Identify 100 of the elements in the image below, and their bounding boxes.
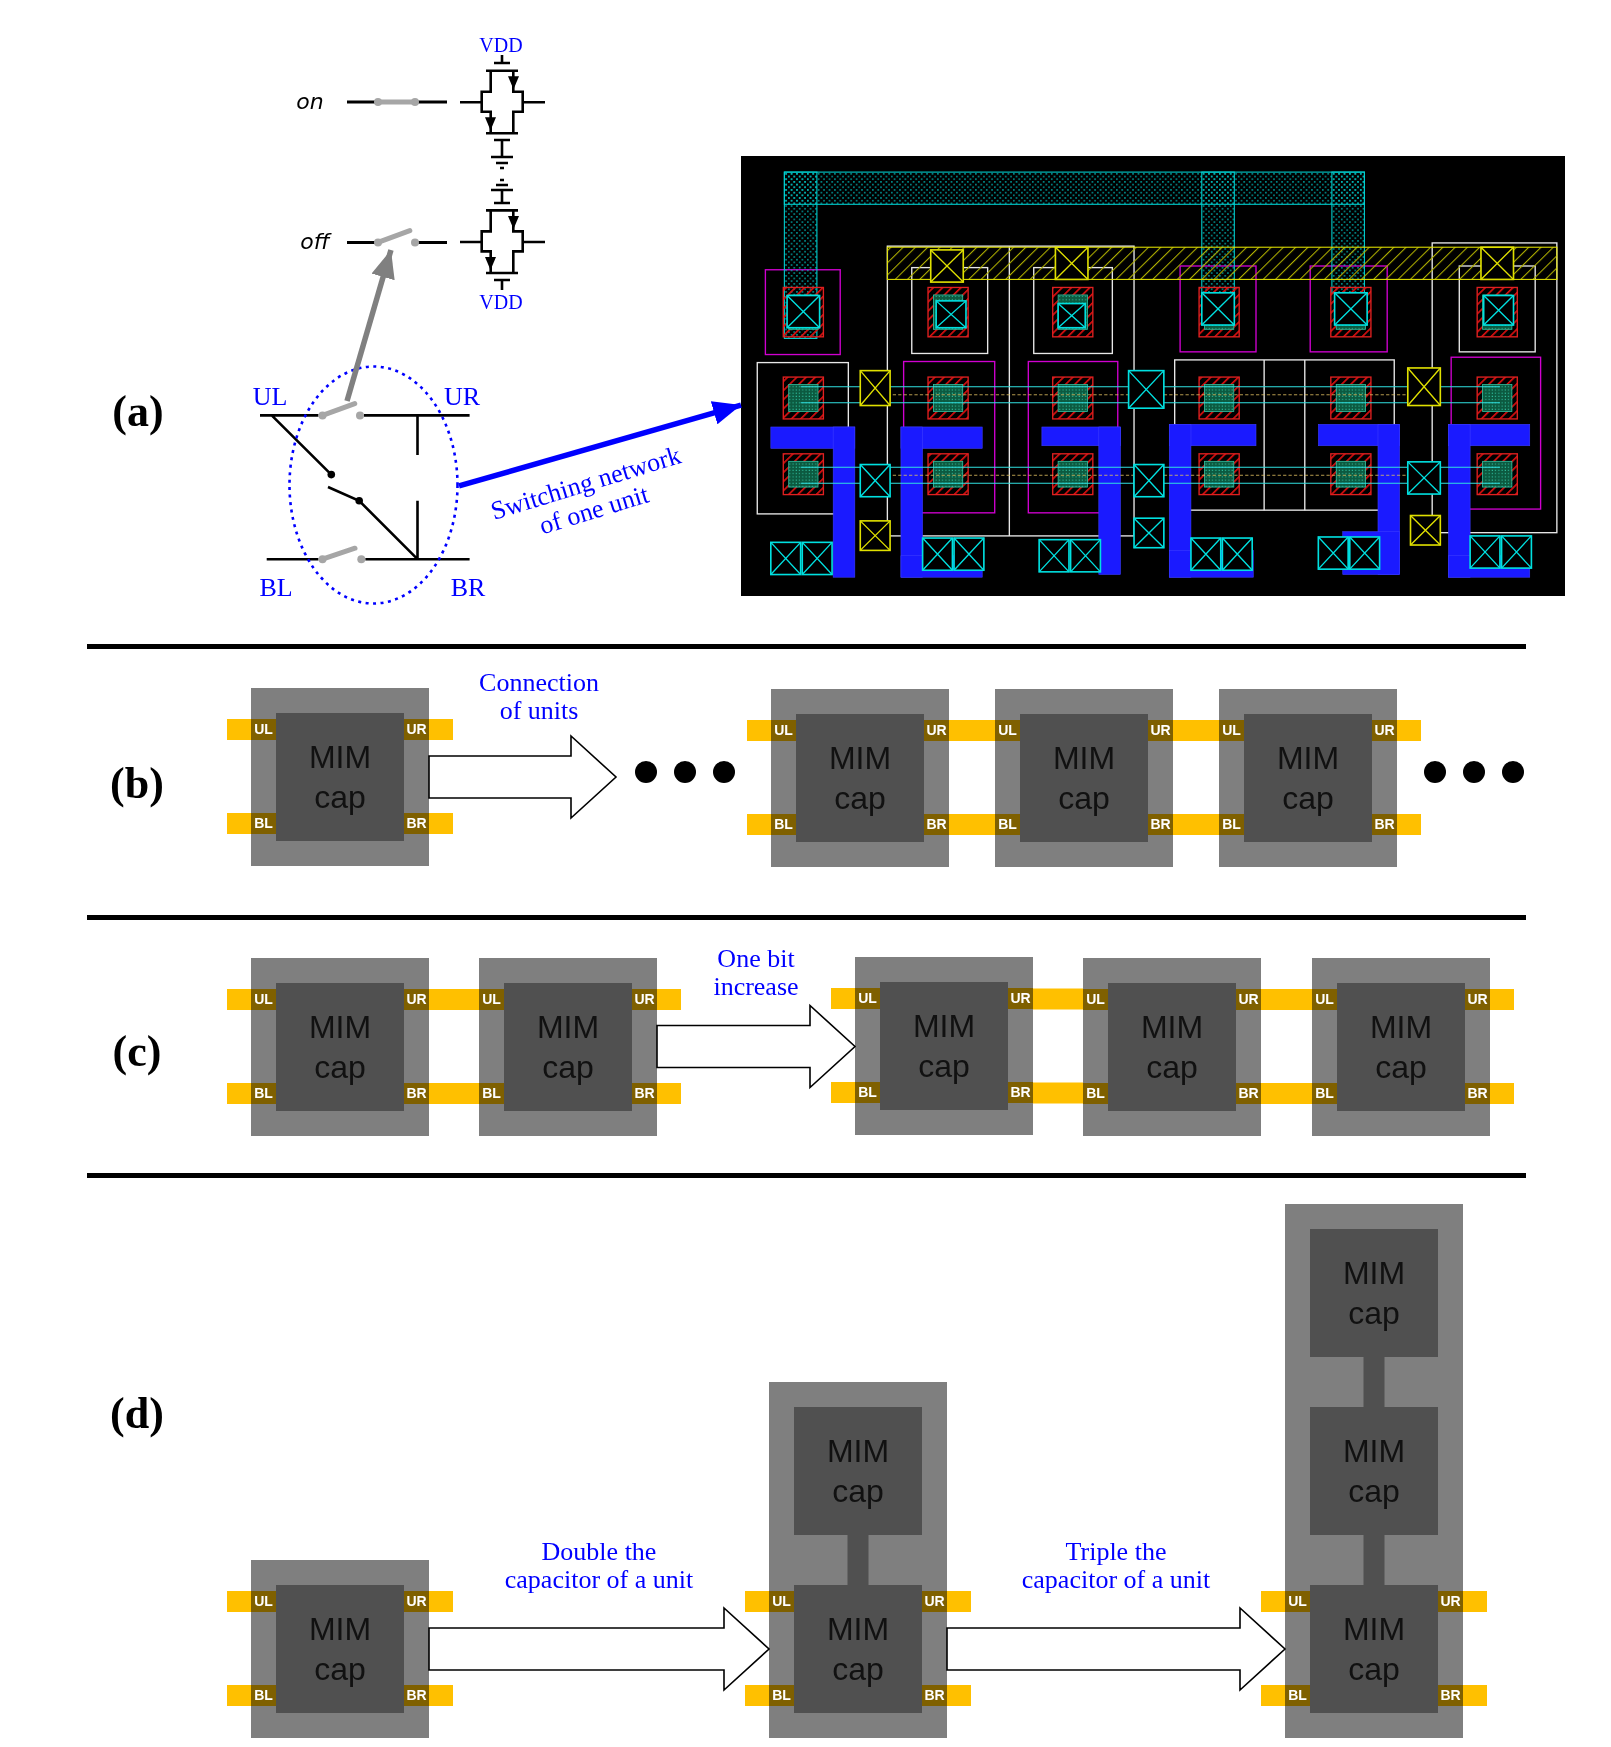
unit-frame: [251, 1560, 429, 1738]
port-tab: BR: [632, 1083, 657, 1104]
unit-frame: [1219, 689, 1397, 867]
port-tab: UR: [1148, 720, 1173, 741]
port-tab: BL: [769, 1685, 794, 1706]
port-tab: BR: [404, 1083, 429, 1104]
port-tab: BL: [479, 1083, 504, 1104]
block-arrow: [428, 734, 618, 820]
port-tab: UR: [1438, 1591, 1463, 1612]
wire: [1363, 1535, 1385, 1585]
unit-frame: [995, 689, 1173, 867]
mim-capacitor: MIM cap: [1337, 983, 1465, 1111]
port-tab: BL: [251, 813, 276, 834]
port-tab: BR: [1372, 814, 1397, 835]
terminal-label: BL: [259, 573, 293, 603]
panel-label: (a): [112, 385, 164, 437]
wire: [1173, 814, 1219, 835]
wire: [1173, 720, 1219, 741]
arrow: [458, 401, 742, 489]
port-tab: BL: [1285, 1685, 1310, 1706]
port-tab: UR: [632, 989, 657, 1010]
port-tab: UL: [251, 1591, 276, 1612]
port-tab: BR: [1148, 814, 1173, 835]
mim-capacitor: MIM cap: [276, 1585, 404, 1713]
unit-frame: [251, 958, 429, 1136]
mim-capacitor: MIM cap: [276, 983, 404, 1111]
unit-frame: [1312, 958, 1490, 1136]
port-tab: BR: [1438, 1685, 1463, 1706]
port-tab: BL: [1083, 1083, 1108, 1104]
port-tab: UL: [251, 989, 276, 1010]
mim-capacitor: MIM cap: [1310, 1585, 1438, 1713]
panel-label: (d): [110, 1387, 164, 1439]
wire: [1033, 1082, 1083, 1104]
state-label: on: [296, 88, 324, 114]
mim-capacitor: MIM cap: [276, 713, 404, 841]
port-tab: UL: [771, 720, 796, 741]
port-tab: UL: [251, 719, 276, 740]
port-tab: UL: [1083, 989, 1108, 1010]
port-tab: BR: [1465, 1083, 1490, 1104]
port-tab: UL: [995, 720, 1020, 741]
port-tab: UR: [1465, 989, 1490, 1010]
port-tab: UL: [1285, 1591, 1310, 1612]
unit-frame: [251, 688, 429, 866]
port-tab: UL: [769, 1591, 794, 1612]
port-tab: BL: [1312, 1083, 1337, 1104]
wire: [429, 989, 479, 1010]
wire: [949, 814, 995, 835]
state-label: off: [300, 228, 330, 254]
mim-capacitor: MIM cap: [1244, 714, 1372, 842]
unit-frame: [1285, 1204, 1463, 1738]
port-tab: UR: [404, 1591, 429, 1612]
unit-frame: [479, 958, 657, 1136]
mim-capacitor: MIM cap: [880, 982, 1008, 1110]
port-tab: UR: [404, 719, 429, 740]
port-tab: UR: [1372, 720, 1397, 741]
port-tab: BR: [1008, 1082, 1033, 1103]
mim-capacitor: MIM cap: [1108, 983, 1236, 1111]
port-tab: UR: [924, 720, 949, 741]
port-tab: BR: [1236, 1083, 1261, 1104]
block-arrow: [428, 1606, 771, 1692]
port-tab: UR: [1008, 988, 1033, 1009]
wire: [847, 1535, 869, 1585]
mim-capacitor: MIM cap: [1020, 714, 1148, 842]
supply-label: VDD: [479, 290, 523, 314]
port-tab: UL: [479, 989, 504, 1010]
wire: [1033, 988, 1083, 1010]
mim-capacitor: MIM cap: [794, 1407, 922, 1535]
wire: [1261, 1083, 1312, 1104]
port-tab: BR: [404, 1685, 429, 1706]
mim-capacitor: MIM cap: [1310, 1407, 1438, 1535]
wire: [429, 1083, 479, 1104]
supply-label: VDD: [479, 33, 523, 57]
block-arrow: [946, 1606, 1287, 1692]
port-tab: BR: [924, 814, 949, 835]
port-tab: BR: [404, 813, 429, 834]
port-tab: UR: [404, 989, 429, 1010]
unit-frame: [769, 1382, 947, 1738]
port-tab: BR: [922, 1685, 947, 1706]
port-tab: UL: [1219, 720, 1244, 741]
panel-label: (c): [112, 1025, 162, 1077]
port-tab: BL: [771, 814, 796, 835]
block-arrow: [656, 1003, 857, 1090]
mim-capacitor: MIM cap: [1310, 1229, 1438, 1357]
mim-capacitor: MIM cap: [794, 1585, 922, 1713]
wire: [949, 720, 995, 741]
circuit-layout-image: [741, 156, 1565, 596]
wire: [1261, 989, 1312, 1010]
panel-label: (b): [110, 757, 164, 809]
port-tab: BL: [995, 814, 1020, 835]
wire: [1363, 1357, 1385, 1407]
unit-frame: [1083, 958, 1261, 1136]
port-tab: UL: [1312, 989, 1337, 1010]
port-tab: BL: [251, 1083, 276, 1104]
port-tab: BL: [1219, 814, 1244, 835]
mim-capacitor: MIM cap: [796, 714, 924, 842]
mim-capacitor: MIM cap: [504, 983, 632, 1111]
port-tab: BL: [251, 1685, 276, 1706]
port-tab: UR: [1236, 989, 1261, 1010]
arrow: [344, 249, 395, 402]
port-tab: UL: [855, 988, 880, 1009]
